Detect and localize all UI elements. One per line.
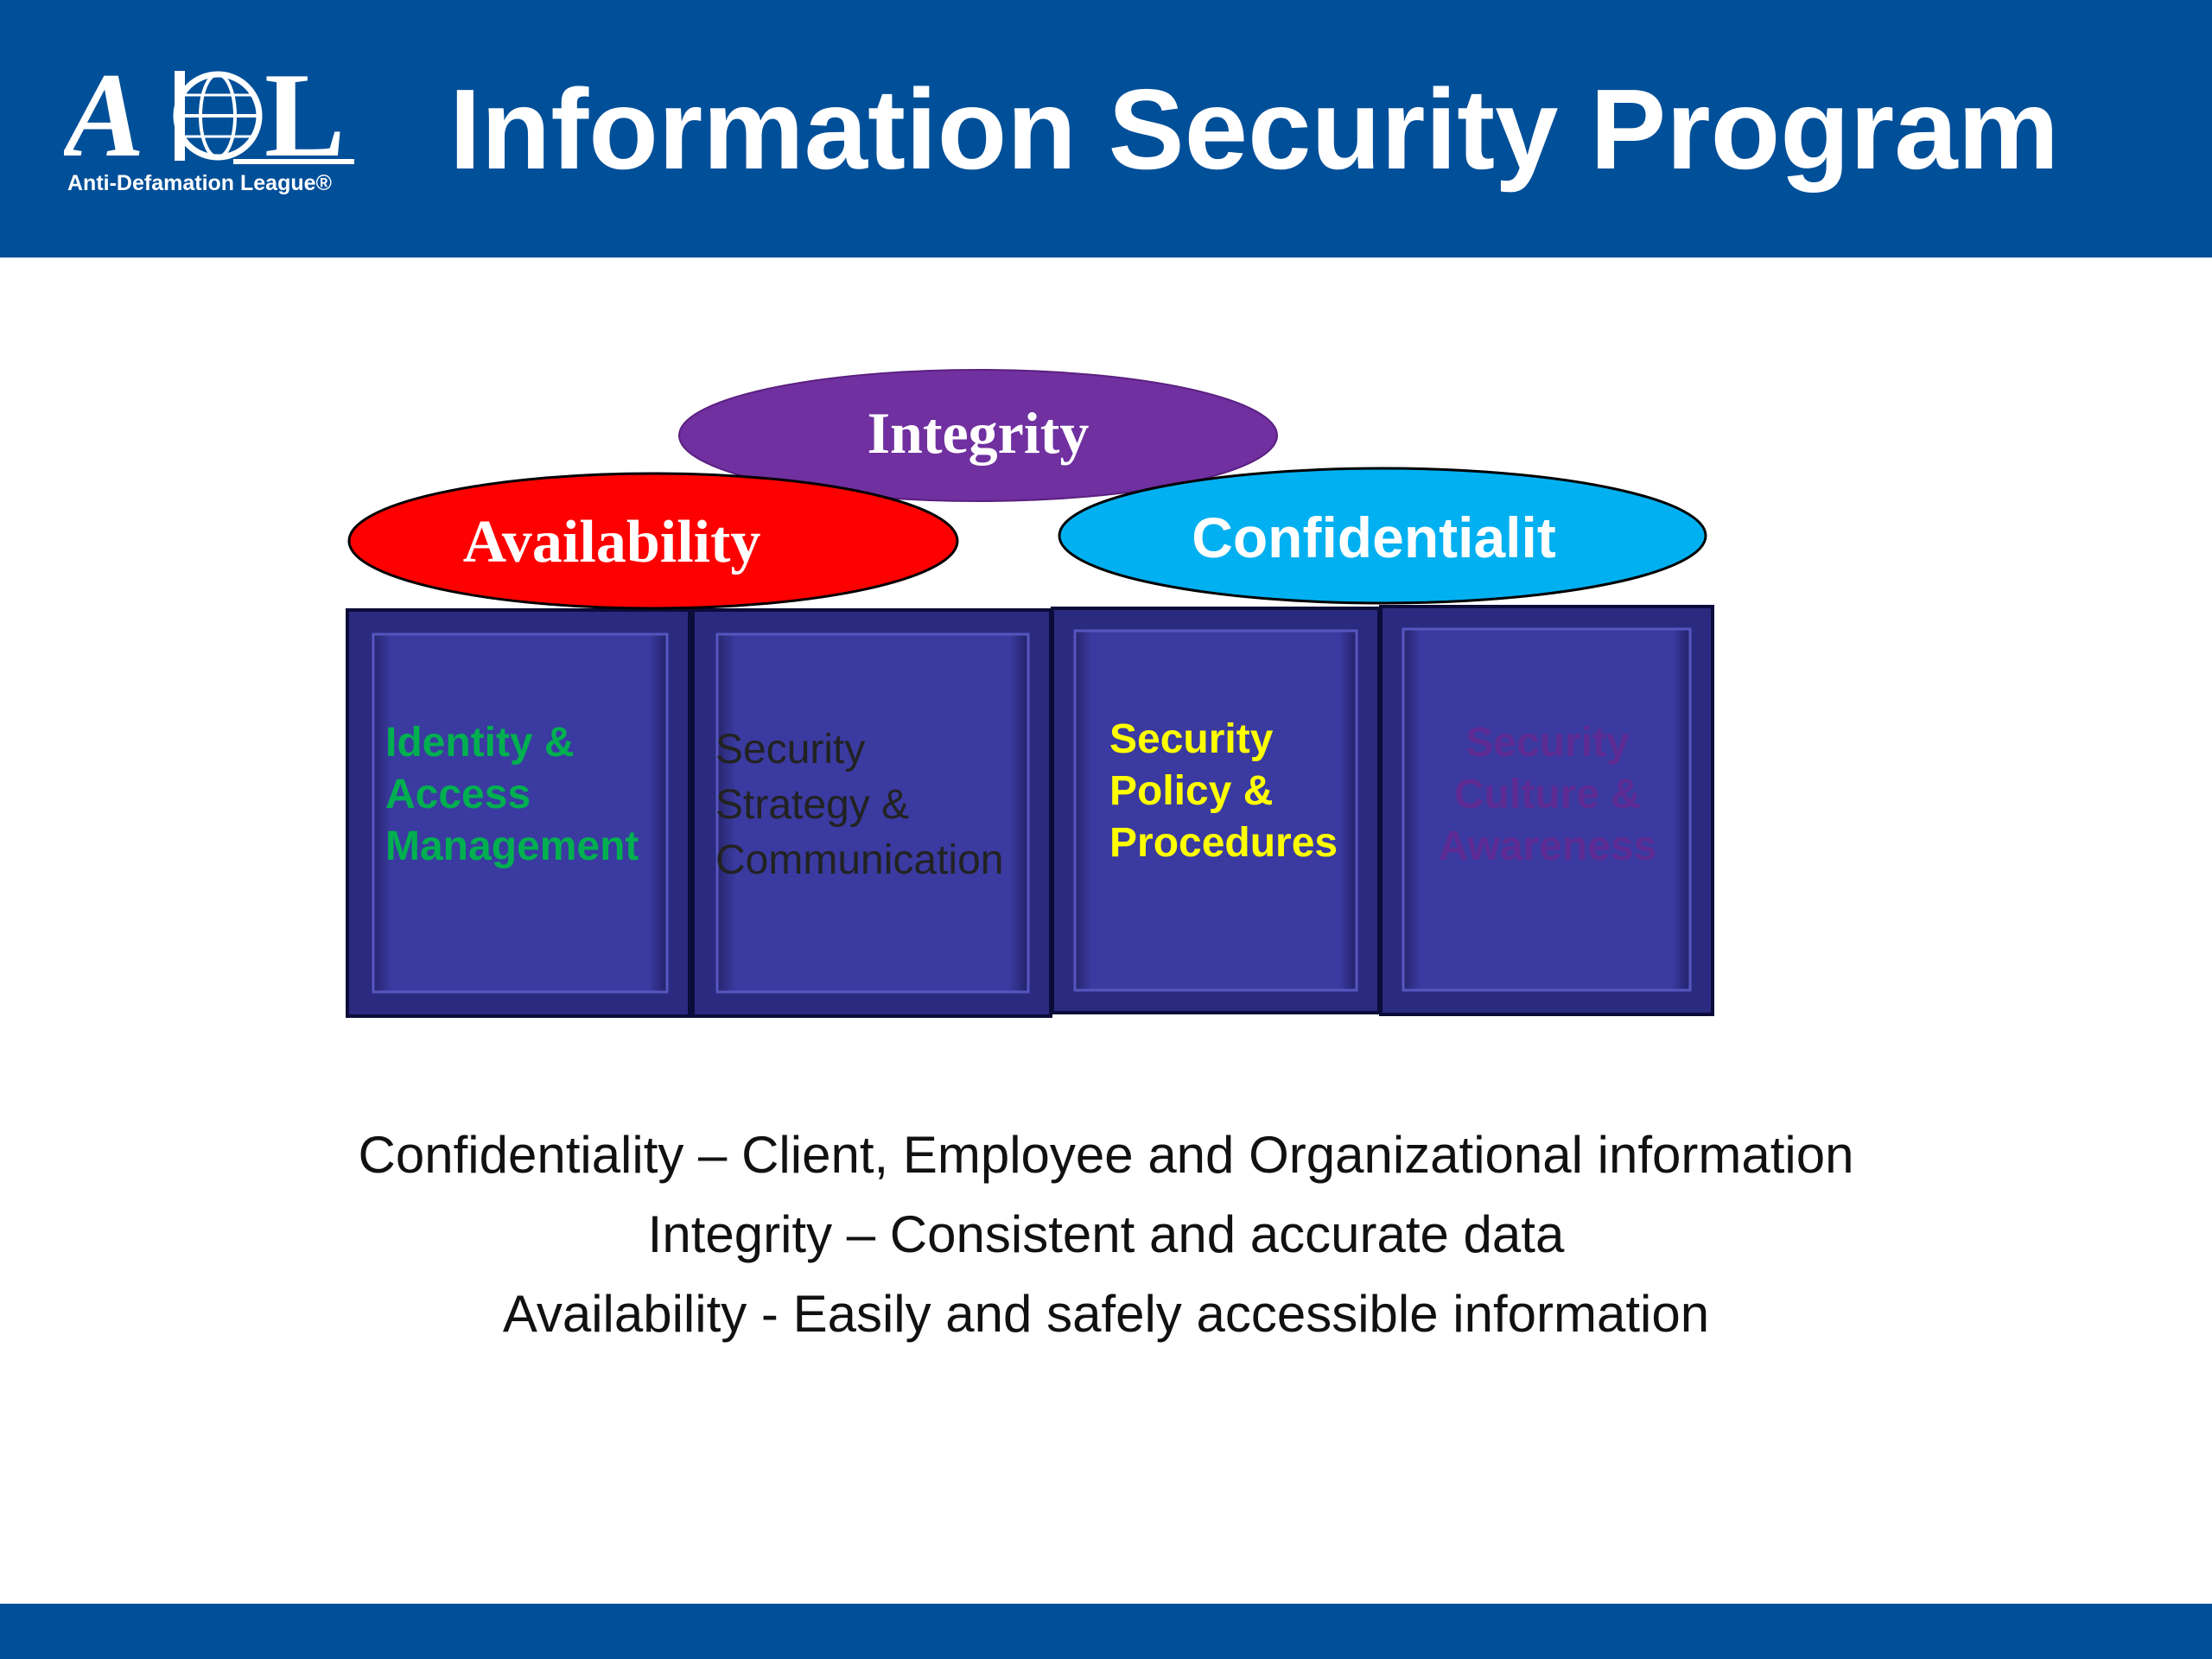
pillar-label-strategy: Security Strategy & Communication (715, 727, 1004, 883)
pillar-strategy-communication (691, 608, 1052, 1018)
pillar-label-identity: Identity & Access Management (385, 720, 639, 869)
definition-integrity: Integrity – Consistent and accurate data (647, 1205, 1565, 1263)
pillar-identity-access (346, 608, 691, 1018)
globe-icon (173, 71, 263, 161)
svg-text:A: A (64, 62, 140, 166)
slide-title: Information Security Program (449, 66, 2060, 193)
pillar-policy-procedures (1051, 607, 1381, 1014)
integrity-label: Integrity (867, 400, 1090, 466)
pillar-label-policy: Security Policy & Procedures (1109, 716, 1338, 866)
adl-logo: A L Anti-Defamation League® (64, 62, 358, 200)
integrity-ellipse (678, 369, 1278, 502)
pillar-label-culture: Security Culture & Awareness (1438, 720, 1657, 869)
pillar-culture-awareness (1379, 605, 1714, 1016)
footer-band (0, 1604, 2212, 1659)
availability-ellipse (347, 472, 959, 610)
header-band (0, 0, 2212, 257)
adl-logo-mark: A L (64, 62, 354, 166)
definition-confidentiality: Confidentiality – Client, Employee and O… (358, 1126, 1854, 1184)
confidentiality-ellipse (1058, 467, 1707, 605)
logo-subtitle: Anti-Defamation League® (67, 171, 332, 195)
svg-text:L: L (264, 62, 345, 166)
availability-label: Availability (462, 509, 761, 575)
definition-availability: Availability - Easily and safely accessi… (502, 1285, 1710, 1343)
confidentiality-label: Confidentialit (1192, 505, 1556, 569)
